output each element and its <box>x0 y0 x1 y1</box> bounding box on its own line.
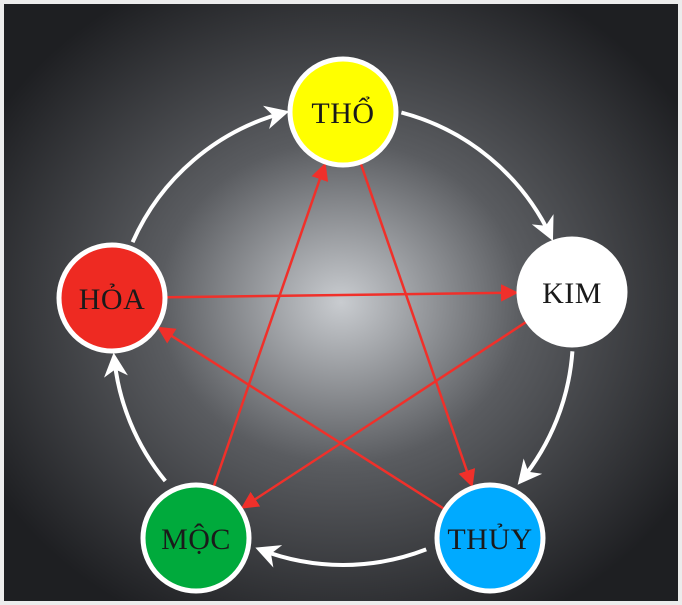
node-hoa: HỎA <box>56 242 168 354</box>
controlling-arrow-kim-to-moc <box>240 321 527 509</box>
generating-arrow-thuy-to-moc <box>255 545 427 568</box>
node-tho: THỔ <box>287 56 399 168</box>
node-moc: MỘC <box>140 482 252 594</box>
node-thuy: THỦY <box>434 482 546 594</box>
node-thuy-label: THỦY <box>447 523 532 556</box>
node-kim-circle <box>516 236 628 348</box>
controlling-cycle-layer <box>157 162 527 510</box>
node-tho-circle <box>287 56 399 168</box>
node-moc-label: MỘC <box>161 523 231 556</box>
generating-arrow-tho-to-kim <box>400 110 554 241</box>
node-kim: KIM <box>516 236 628 348</box>
node-tho-label: THỔ <box>311 96 374 130</box>
controlling-arrow-thuy-to-hoa <box>157 326 445 510</box>
controlling-arrow-moc-to-tho <box>212 162 329 487</box>
node-moc-circle <box>140 482 252 594</box>
node-hoa-circle <box>56 242 168 354</box>
controlling-arrow-tho-to-thuy <box>359 163 476 488</box>
element-nodes-layer: THỔ KIM THỦY MỘC HỎA <box>56 56 628 594</box>
node-kim-label: KIM <box>542 277 602 310</box>
generating-arrow-hoa-to-tho <box>130 105 290 244</box>
controlling-arrow-hoa-to-kim <box>166 284 519 302</box>
generating-arrow-kim-to-thuy <box>517 351 575 485</box>
node-thuy-circle <box>434 482 546 594</box>
generating-cycle-layer <box>104 105 575 568</box>
node-hoa-label: HỎA <box>79 283 146 316</box>
generating-arrow-moc-to-hoa <box>104 352 167 483</box>
